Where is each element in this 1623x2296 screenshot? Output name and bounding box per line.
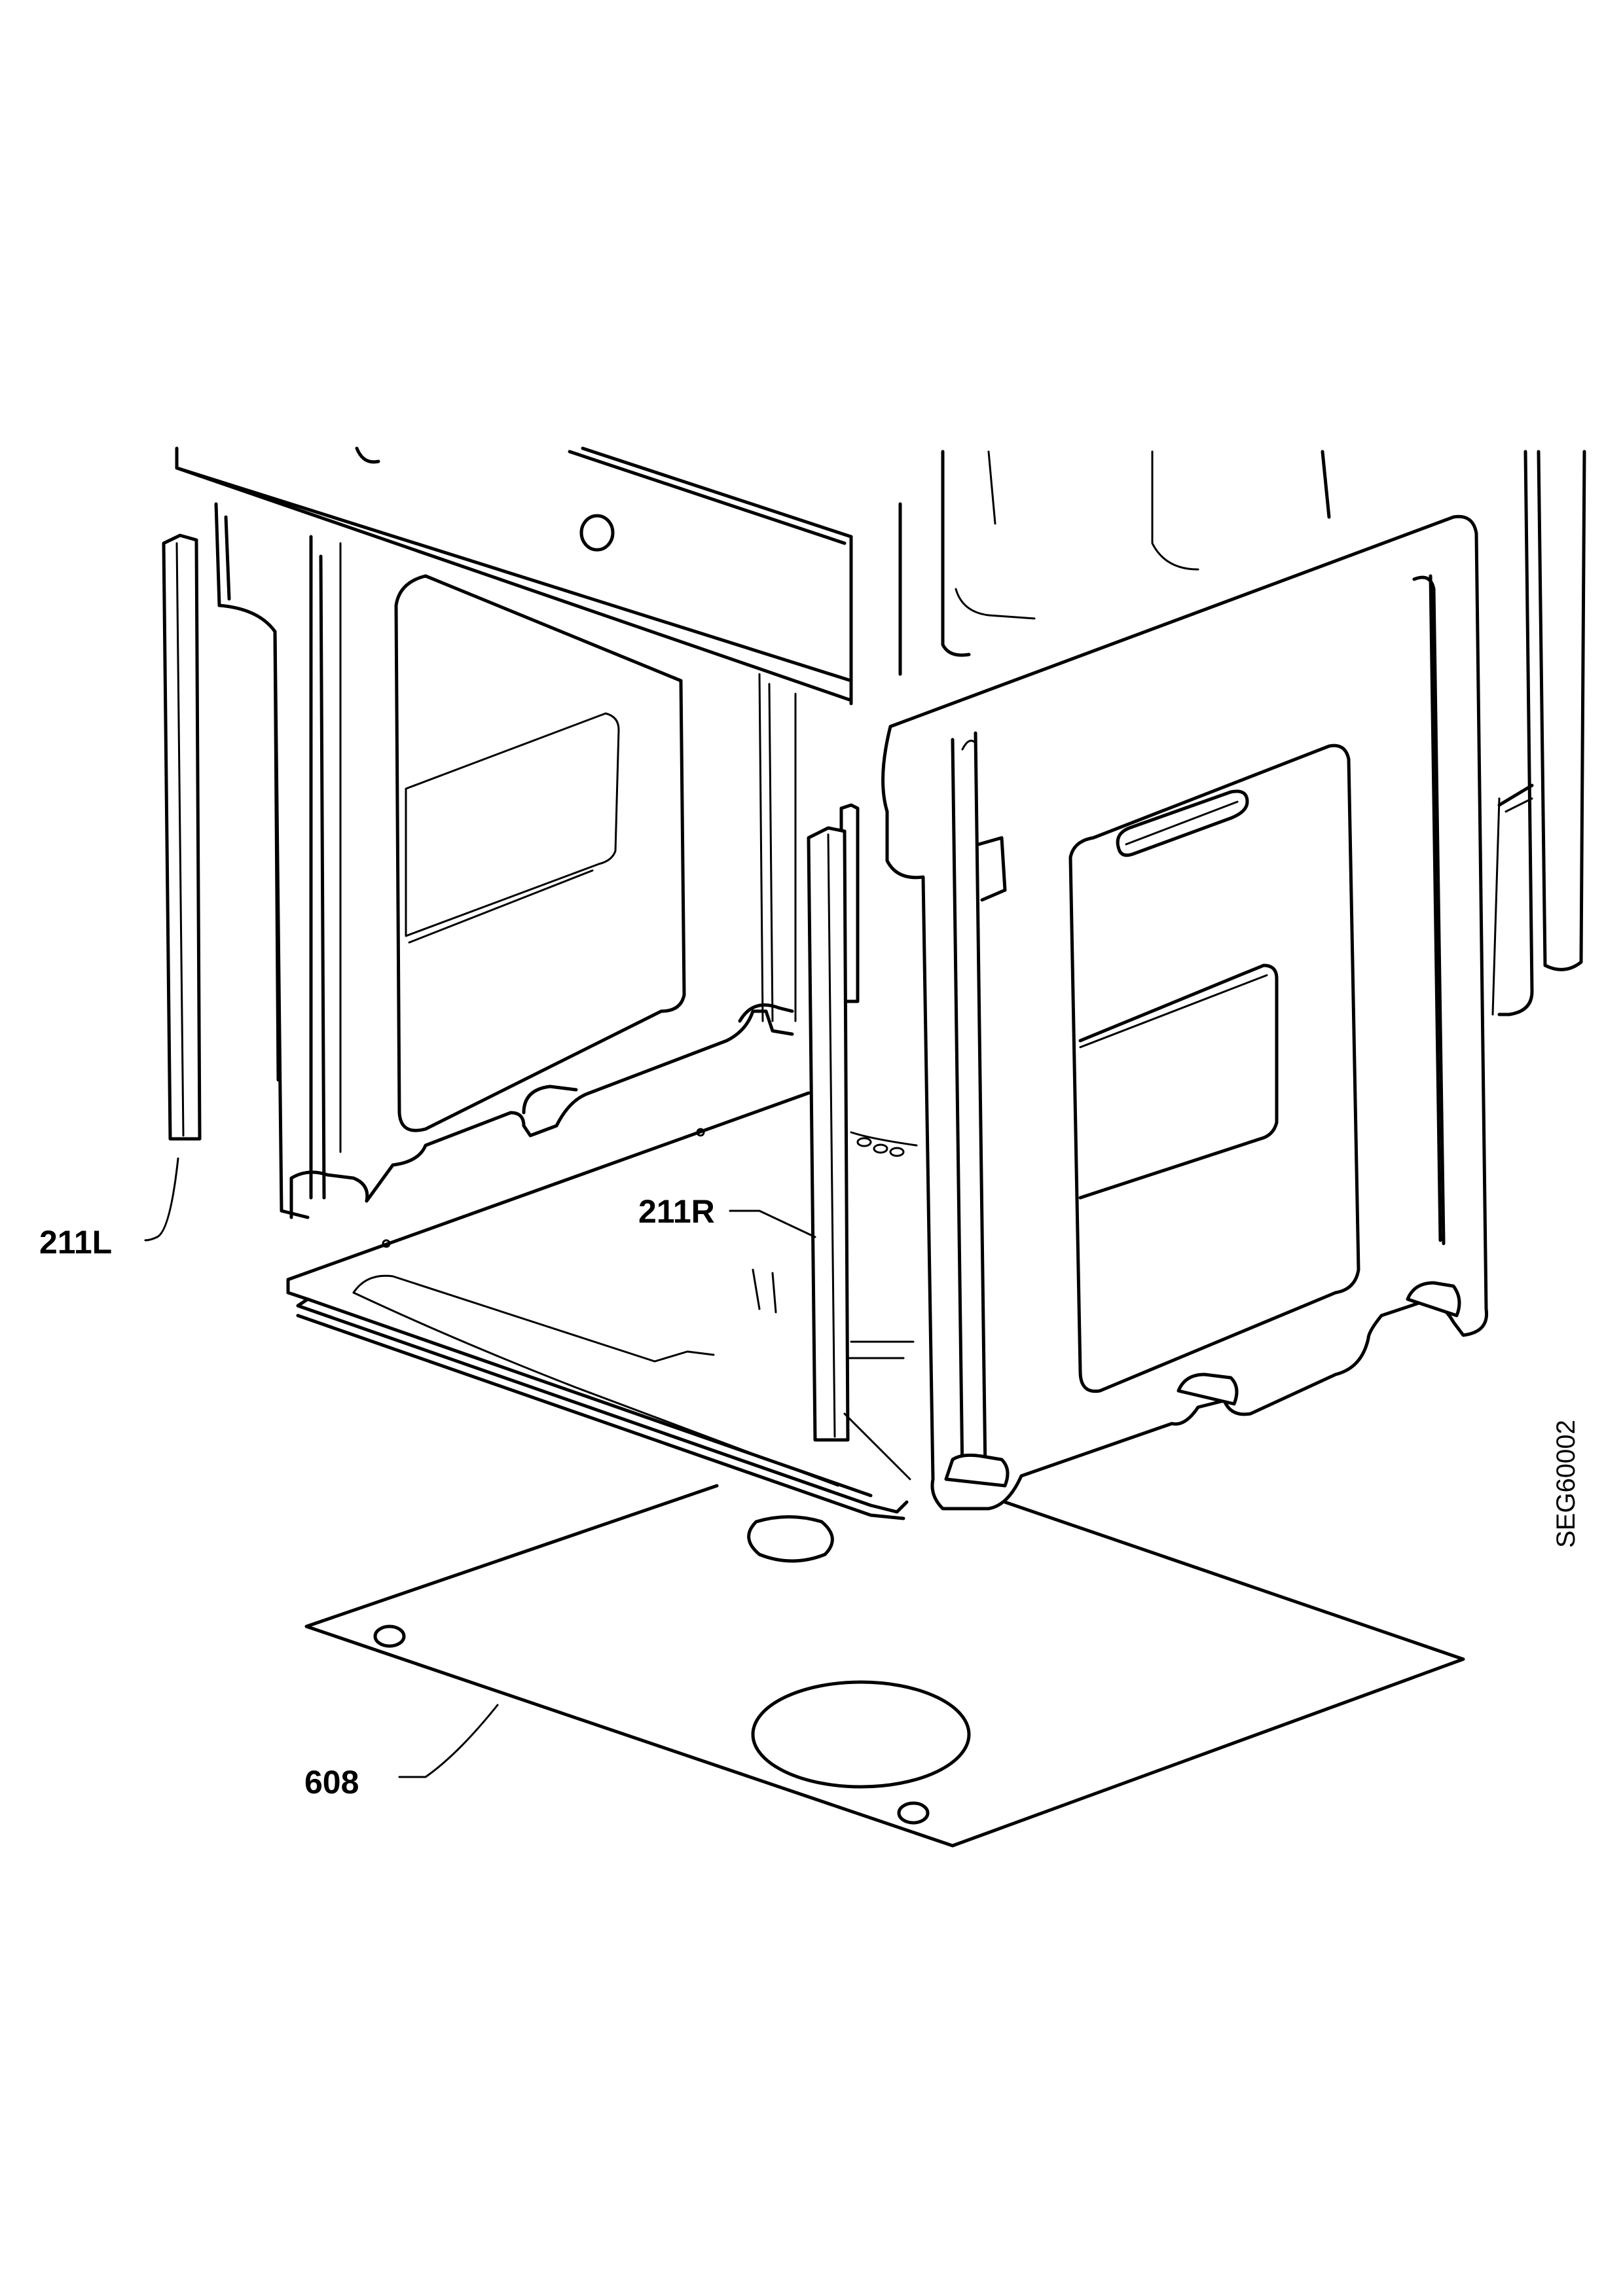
part-608-sheet <box>304 1484 1465 1848</box>
drawing-code: SEG60002 <box>1552 1420 1580 1548</box>
label-211L: 211L <box>39 1224 112 1261</box>
bottom-pan <box>286 1091 918 1520</box>
label-211R: 211R <box>638 1193 715 1230</box>
right-side-wall <box>881 514 1489 1511</box>
part-211R-strip <box>807 826 850 1442</box>
top-panel-left <box>175 446 853 706</box>
leader-lines <box>144 1157 816 1778</box>
part-211L-strip <box>162 533 202 1141</box>
rear-wall <box>898 450 1586 1016</box>
label-608: 608 <box>304 1764 359 1801</box>
